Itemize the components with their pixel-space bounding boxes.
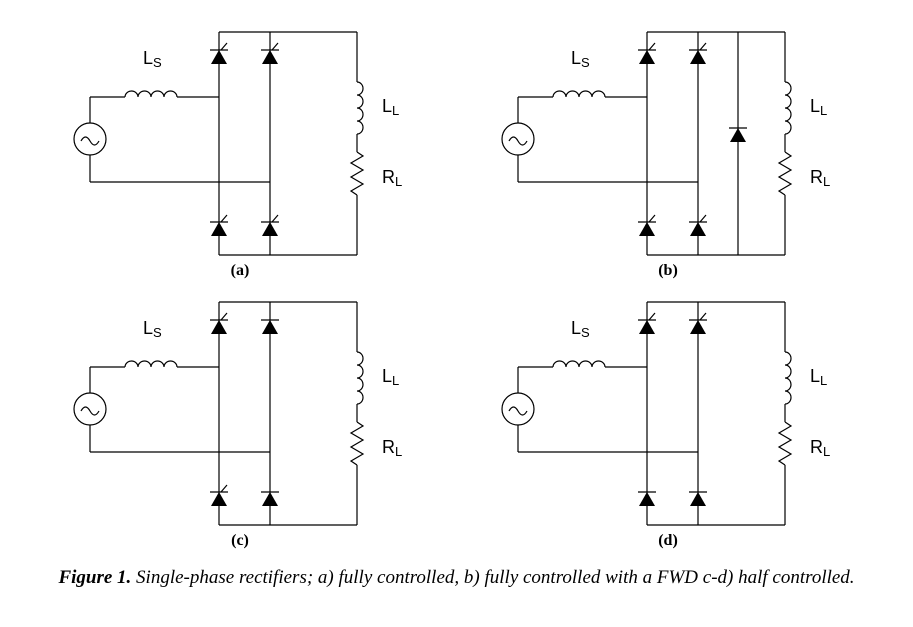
source-inductance-label: LS — [571, 48, 590, 70]
diode-symbol — [690, 492, 706, 506]
load-inductance-label: LL — [382, 366, 399, 388]
thyristor-3 — [638, 214, 656, 236]
thyristor-symbol — [690, 50, 706, 64]
sine-wave-icon — [80, 136, 100, 146]
gate-lead — [220, 214, 228, 223]
ac-source-icon — [73, 122, 107, 156]
caption-label: Figure 1. — [58, 567, 132, 588]
load-resistor-icon — [777, 421, 793, 466]
gate-lead — [699, 42, 707, 51]
source-inductance-label: LS — [143, 318, 162, 340]
circuit-panel-b: LS LL RL (b) — [501, 31, 830, 279]
circuit-panel-d: LS LL RL (d) — [501, 301, 830, 549]
thyristor-4 — [261, 214, 279, 236]
circuit-panel-a: LS LL RL (a) — [73, 31, 402, 279]
diode-symbol — [262, 320, 278, 334]
gate-lead — [271, 42, 279, 51]
panel-label: (b) — [658, 262, 678, 279]
diode-symbol — [262, 492, 278, 506]
sine-wave-icon — [508, 406, 528, 416]
load-inductor-icon — [784, 351, 792, 405]
gate-lead — [648, 312, 656, 321]
thyristor-symbol — [211, 50, 227, 64]
sine-wave-icon — [80, 406, 100, 416]
ac-source-icon — [501, 392, 535, 426]
thyristor-2 — [689, 312, 707, 334]
source-inductor-icon — [552, 360, 606, 368]
diode-4 — [689, 491, 707, 506]
load-inductor-icon — [784, 81, 792, 135]
load-resistor-icon — [777, 151, 793, 196]
diode-4 — [261, 491, 279, 506]
source-inductor-icon — [552, 90, 606, 98]
load-inductor-icon — [356, 81, 364, 135]
thyristor-1 — [638, 42, 656, 64]
gate-lead — [648, 214, 656, 223]
source-inductor-icon — [124, 90, 178, 98]
thyristor-4 — [689, 214, 707, 236]
thyristor-symbol — [690, 222, 706, 236]
load-inductor-icon — [356, 351, 364, 405]
thyristor-symbol — [211, 320, 227, 334]
load-resistance-label: RL — [382, 437, 402, 459]
thyristor-1 — [638, 312, 656, 334]
load-resistor-icon — [349, 151, 365, 196]
thyristor-3 — [210, 484, 228, 506]
source-inductor-icon — [124, 360, 178, 368]
caption-text: Single-phase rectifiers; a) fully contro… — [131, 567, 855, 588]
thyristor-3 — [210, 214, 228, 236]
thyristor-2 — [689, 42, 707, 64]
thyristor-symbol — [262, 222, 278, 236]
thyristor-2 — [261, 42, 279, 64]
thyristor-symbol — [639, 222, 655, 236]
load-resistance-label: RL — [382, 167, 402, 189]
thyristor-symbol — [211, 222, 227, 236]
ac-source-icon — [501, 122, 535, 156]
diode-3 — [638, 491, 656, 506]
gate-lead — [699, 312, 707, 321]
diode-symbol — [639, 492, 655, 506]
thyristor-1 — [210, 42, 228, 64]
source-inductance-label: LS — [143, 48, 162, 70]
gate-lead — [699, 214, 707, 223]
thyristor-symbol — [639, 50, 655, 64]
freewheeling-diode — [729, 127, 747, 142]
figure-caption: Figure 1. Single-phase rectifiers; a) fu… — [20, 566, 893, 590]
gate-lead — [220, 42, 228, 51]
sine-wave-icon — [508, 136, 528, 146]
panel-label: (c) — [231, 532, 249, 549]
panel-label: (a) — [231, 262, 250, 279]
load-inductance-label: LL — [810, 96, 827, 118]
diode-symbol — [730, 128, 746, 142]
gate-lead — [220, 312, 228, 321]
diode-2 — [261, 319, 279, 334]
load-resistor-icon — [349, 421, 365, 466]
thyristor-symbol — [690, 320, 706, 334]
thyristor-symbol — [639, 320, 655, 334]
thyristor-1 — [210, 312, 228, 334]
circuit-diagram: LS LL RL (a) LS LL RL (b) LS LL RL (c) LS LL RL (d) — [73, 31, 830, 549]
load-inductance-label: LL — [810, 366, 827, 388]
load-inductance-label: LL — [382, 96, 399, 118]
ac-source-icon — [73, 392, 107, 426]
gate-lead — [648, 42, 656, 51]
gate-lead — [271, 214, 279, 223]
gate-lead — [220, 484, 228, 493]
load-resistance-label: RL — [810, 437, 830, 459]
source-inductance-label: LS — [571, 318, 590, 340]
panel-label: (d) — [658, 532, 678, 549]
thyristor-symbol — [262, 50, 278, 64]
thyristor-symbol — [211, 492, 227, 506]
circuit-panel-c: LS LL RL (c) — [73, 301, 402, 549]
load-resistance-label: RL — [810, 167, 830, 189]
